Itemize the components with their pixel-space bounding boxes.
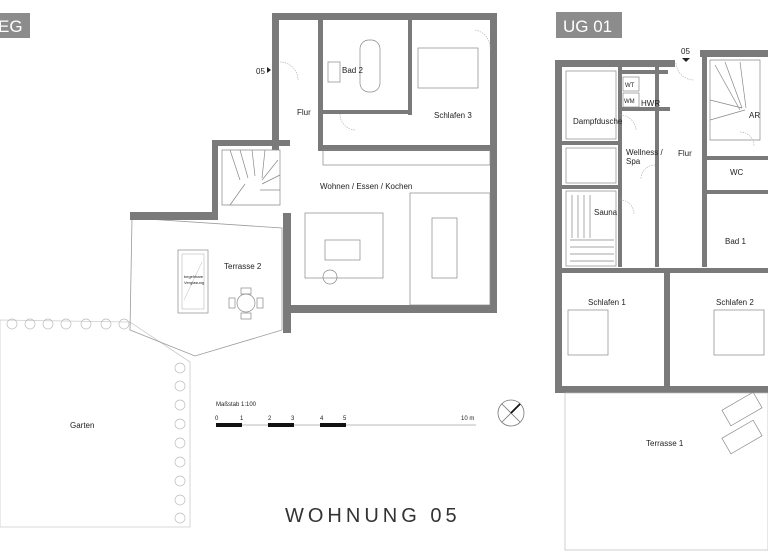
room-dampfdusche: Dampfdusche: [573, 117, 623, 126]
room-garten: Garten: [70, 421, 94, 430]
staircase: [221, 149, 281, 206]
svg-text:2: 2: [268, 416, 272, 422]
room-wc: WC: [730, 168, 744, 177]
furniture: [228, 39, 491, 320]
badge-eg: EG: [0, 13, 30, 38]
svg-text:Maßstab 1:100: Maßstab 1:100: [216, 402, 257, 408]
basement-fixtures: [564, 59, 768, 551]
basement-plan: 05 WT WM HWR Dampfdusche Wellness / Spa …: [555, 47, 768, 551]
svg-text:5: 5: [343, 416, 347, 422]
compass-icon: [497, 399, 525, 427]
room-hwr: HWR: [641, 99, 660, 108]
room-sauna: Sauna: [594, 208, 618, 217]
svg-text:begehbare: begehbare: [184, 274, 204, 279]
svg-text:EG: EG: [0, 17, 23, 36]
terrace-2-area: [129, 217, 283, 357]
doors: [279, 29, 491, 131]
room-bad-2: Bad 2: [342, 66, 363, 75]
entrance-arrow-icon: [267, 67, 271, 73]
room-wt: WT: [625, 83, 635, 89]
scale-bar: Maßstab 1:100 0 1 2 3 4 5 10 m: [215, 402, 476, 427]
room-schlafen-1: Schlafen 1: [588, 298, 626, 307]
svg-text:0: 0: [215, 416, 219, 422]
room-ar: AR: [749, 111, 760, 120]
room-wellness: Wellness /: [626, 148, 664, 157]
hedge-trees: [6, 318, 186, 524]
badge-ug01: UG 01: [556, 12, 622, 38]
room-wohnen: Wohnen / Essen / Kochen: [320, 182, 412, 191]
room-spa: Spa: [626, 157, 641, 166]
basement-entrance-label: 05: [681, 47, 690, 56]
ground-floor-plan: begehbare Verglasung 05 Flur Bad 2 Schla…: [0, 13, 497, 528]
room-schlafen-2: Schlafen 2: [716, 298, 754, 307]
room-flur: Flur: [297, 108, 311, 117]
svg-text:3: 3: [291, 416, 295, 422]
room-schlafen-3: Schlafen 3: [434, 111, 472, 120]
walkable-glazing: begehbare Verglasung: [177, 249, 209, 314]
svg-text:10 m: 10 m: [461, 416, 474, 422]
svg-text:Verglasung: Verglasung: [184, 280, 204, 285]
garden-area: [0, 319, 191, 528]
room-bad-1: Bad 1: [725, 237, 746, 246]
svg-text:4: 4: [320, 416, 324, 422]
room-terrasse-2: Terrasse 2: [224, 262, 262, 271]
apartment-title: WOHNUNG 05: [285, 505, 461, 527]
room-flur-ug: Flur: [678, 149, 692, 158]
room-wm: WM: [624, 99, 635, 105]
entrance-arrow-icon: [682, 58, 690, 62]
room-terrasse-1: Terrasse 1: [646, 439, 684, 448]
basement-doors: [619, 62, 755, 215]
svg-text:UG 01: UG 01: [563, 17, 612, 36]
entrance-label: 05: [256, 67, 265, 76]
svg-text:1: 1: [240, 416, 244, 422]
